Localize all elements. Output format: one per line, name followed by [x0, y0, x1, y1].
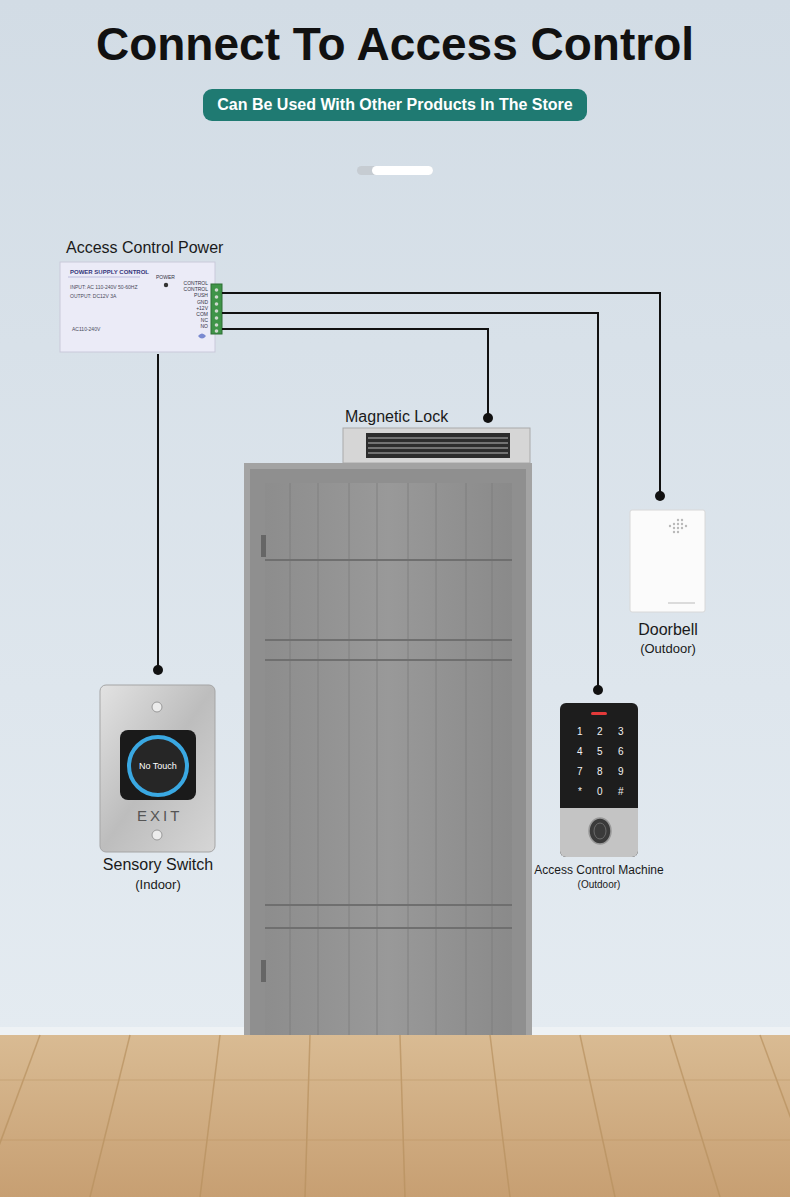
node-text: POWER SUPPLY CONTROL	[70, 269, 149, 276]
node-heading: Doorbell	[618, 620, 718, 639]
node-heading: Access Control Machine	[522, 863, 676, 878]
keypad-key: 5	[597, 746, 603, 758]
node-heading: Access Control Power	[66, 238, 223, 258]
wire-end-dot	[483, 413, 493, 423]
subtitle-banner: Can Be Used With Other Products In The S…	[203, 89, 587, 121]
terminal-label: NC	[168, 317, 208, 323]
terminal-label: COM	[168, 311, 208, 317]
exit-sign: EXIT	[137, 807, 182, 825]
wire-connector	[153, 354, 163, 675]
terminal-label: PUSH	[168, 292, 208, 298]
keypad-key: 2	[597, 726, 603, 738]
wire-line	[157, 354, 159, 670]
keypad-key: 1	[577, 726, 583, 738]
node-text: OUTPUT: DC12V 3A	[70, 293, 116, 299]
node-text: AC110-240V	[72, 326, 100, 332]
terminal-label: CONTROL	[168, 286, 208, 292]
wire-end-dot	[153, 665, 163, 675]
terminal-label: NO	[168, 323, 208, 329]
node-text: (Outdoor)	[618, 641, 718, 657]
terminal-label: CONTROL	[168, 280, 208, 286]
magnetic-lock: Magnetic Lock	[340, 404, 534, 464]
node-heading: Sensory Switch	[88, 855, 228, 874]
node-text: INPUT: AC 110-240V 50-60HZ	[70, 284, 137, 290]
terminal-label: GND	[168, 299, 208, 305]
wire-line	[222, 313, 598, 690]
keypad-key: 7	[577, 766, 583, 778]
keypad-key: 9	[618, 766, 624, 778]
keypad-key: 3	[618, 726, 624, 738]
keypad-key: #	[618, 786, 624, 798]
keypad-key: *	[578, 786, 582, 798]
wire-line	[222, 293, 660, 496]
node-text: (Indoor)	[88, 877, 228, 893]
wire-end-dot	[655, 491, 665, 501]
keypad-key: 0	[597, 786, 603, 798]
wire-connector	[222, 313, 603, 695]
page-title: Connect To Access Control	[0, 14, 790, 74]
terminal-label: +12V	[168, 305, 208, 311]
node-text: (Outdoor)	[522, 879, 676, 891]
access-control-machine: Access Control Machine(Outdoor) 1 2 3 4 5 6 7 8 9…	[522, 686, 676, 892]
wire-end-dot	[593, 685, 603, 695]
doorbell: Doorbell (Outdoor)	[618, 492, 718, 660]
keypad-key: 4	[577, 746, 583, 758]
keypad-key: 6	[618, 746, 624, 758]
node-heading: Can Be Used With Other Products In The S…	[203, 89, 587, 121]
button-text: No Touch	[139, 761, 177, 772]
wire-line	[222, 329, 488, 418]
sensory-switch: Sensory Switch (Indoor) No TouchEXIT	[88, 664, 228, 894]
indicator-label: POWER	[156, 274, 175, 280]
keypad-key: 8	[597, 766, 603, 778]
node-heading: Magnetic Lock	[345, 407, 448, 426]
power-supply: Access Control PowerPOWER SUPPLY CONTROL…	[60, 236, 222, 354]
